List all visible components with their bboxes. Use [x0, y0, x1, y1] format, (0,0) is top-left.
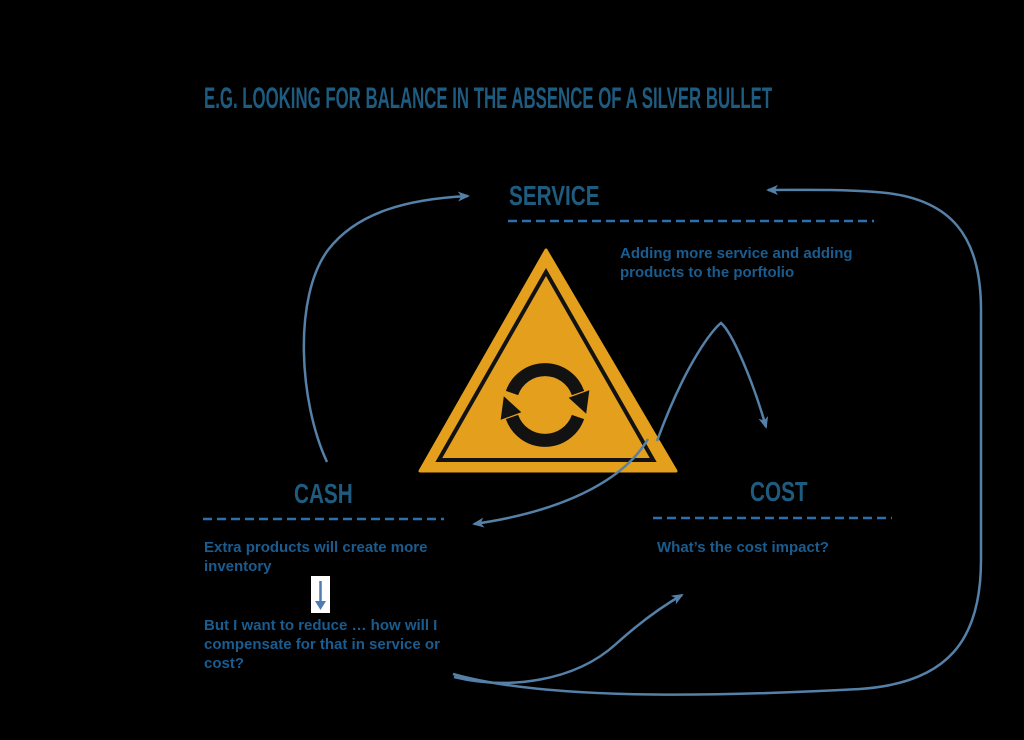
- cycle-arc-top: [505, 363, 585, 396]
- cost-label-text: COST: [750, 476, 808, 507]
- arrow-reduce-to-service-outer: [452, 184, 983, 696]
- service-note: Adding more service and adding products …: [620, 245, 853, 281]
- cycle-arrows-icon: [500, 363, 590, 447]
- triangle-inner-border: [435, 267, 657, 462]
- triangle-outer: [418, 248, 678, 473]
- cash-note-top: Extra products will create more inventor…: [204, 539, 428, 575]
- cash-node-label: CASH: [294, 478, 373, 510]
- arrow-triangle-to-cash: [472, 438, 650, 528]
- cash-note-bottom: But I want to reduce … how will I compen…: [204, 617, 440, 672]
- cycle-arrowhead-right: [568, 390, 590, 414]
- arrow-triangle-to-cost-peak: [655, 321, 769, 442]
- down-arrow-head: [315, 601, 326, 610]
- arrow-reduce-to-cost: [453, 593, 684, 685]
- cost-node-label: COST: [750, 476, 828, 508]
- arrow-cash-to-service-left: [302, 191, 470, 463]
- slide-title: E.G. LOOKING FOR BALANCE IN THE ABSENCE …: [204, 82, 773, 115]
- cost-note: What’s the cost impact?: [657, 539, 829, 556]
- cycle-arrowhead-left: [500, 396, 522, 420]
- cash-label-text: CASH: [294, 478, 353, 509]
- down-arrow-icon: [311, 576, 330, 613]
- cycle-arc-bottom: [505, 414, 585, 447]
- warning-triangle-icon: [418, 248, 678, 473]
- service-label-text: SERVICE: [509, 180, 600, 211]
- service-node-label: SERVICE: [509, 180, 631, 212]
